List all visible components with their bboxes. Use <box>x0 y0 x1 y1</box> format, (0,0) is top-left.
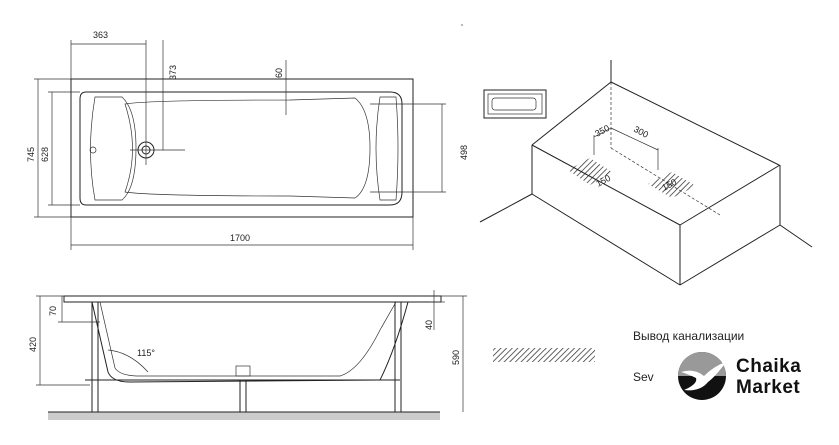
dim-420: 420 <box>28 337 38 352</box>
dim-40: 40 <box>424 320 434 330</box>
sewer-outlet-label-en: Sev <box>633 370 654 384</box>
dim-115-angle: 115° <box>137 348 155 358</box>
dim-373: 373 <box>168 65 178 80</box>
side-view: 115° 70 420 40 590 <box>28 290 467 420</box>
dim-1700: 1700 <box>230 233 250 243</box>
dim-300: 300 <box>632 124 650 140</box>
sewer-hatch-swatch <box>493 348 595 362</box>
top-view: 363 373 60 745 628 498 1700 <box>26 30 469 250</box>
dim-628: 628 <box>40 147 50 162</box>
dim-60: 60 <box>274 68 284 78</box>
chaika-market-logo <box>678 352 726 400</box>
logo-line-1: Chaika <box>736 356 802 377</box>
dim-70: 70 <box>48 306 58 316</box>
sewer-outlet-label-ru: Вывод канализации <box>633 329 745 343</box>
dim-350: 350 <box>593 123 611 139</box>
dim-363: 363 <box>93 30 108 40</box>
dim-590: 590 <box>451 350 461 365</box>
logo-line-2: Market <box>736 377 801 398</box>
dim-498: 498 <box>459 145 469 160</box>
bath-thumbnail <box>483 89 547 119</box>
isometric-view: 350 300 150 150 <box>479 60 813 286</box>
logo-text: Chaika Market <box>736 356 801 398</box>
dim-745: 745 <box>26 147 36 162</box>
